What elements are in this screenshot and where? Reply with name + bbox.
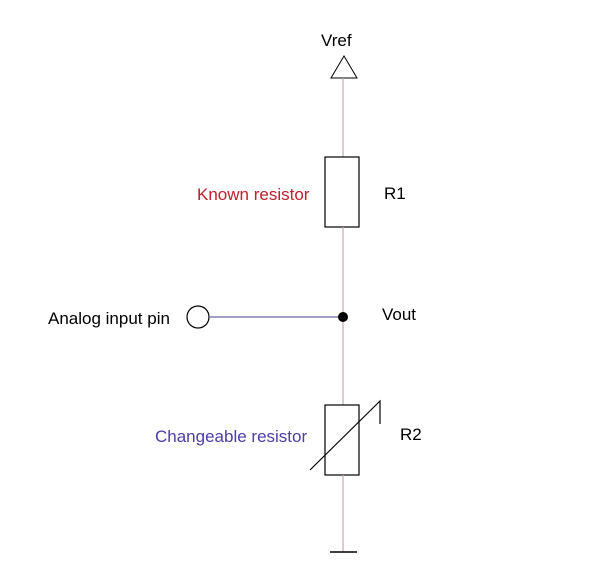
r2-resistor xyxy=(324,404,360,476)
r1-label: R1 xyxy=(384,184,406,203)
r2-variable-arrow xyxy=(309,399,381,471)
vref-label: Vref xyxy=(321,31,352,50)
analog-input-pin-terminal xyxy=(186,305,210,329)
known-resistor-label: Known resistor xyxy=(197,185,310,204)
vout-label: Vout xyxy=(382,305,416,324)
vref-supply-triangle xyxy=(330,55,358,79)
r2-label: R2 xyxy=(400,425,422,444)
r1-resistor xyxy=(324,156,360,228)
vout-junction-node xyxy=(338,312,348,322)
changeable-resistor-label: Changeable resistor xyxy=(155,427,307,446)
analog-input-pin-label: Analog input pin xyxy=(48,309,170,328)
